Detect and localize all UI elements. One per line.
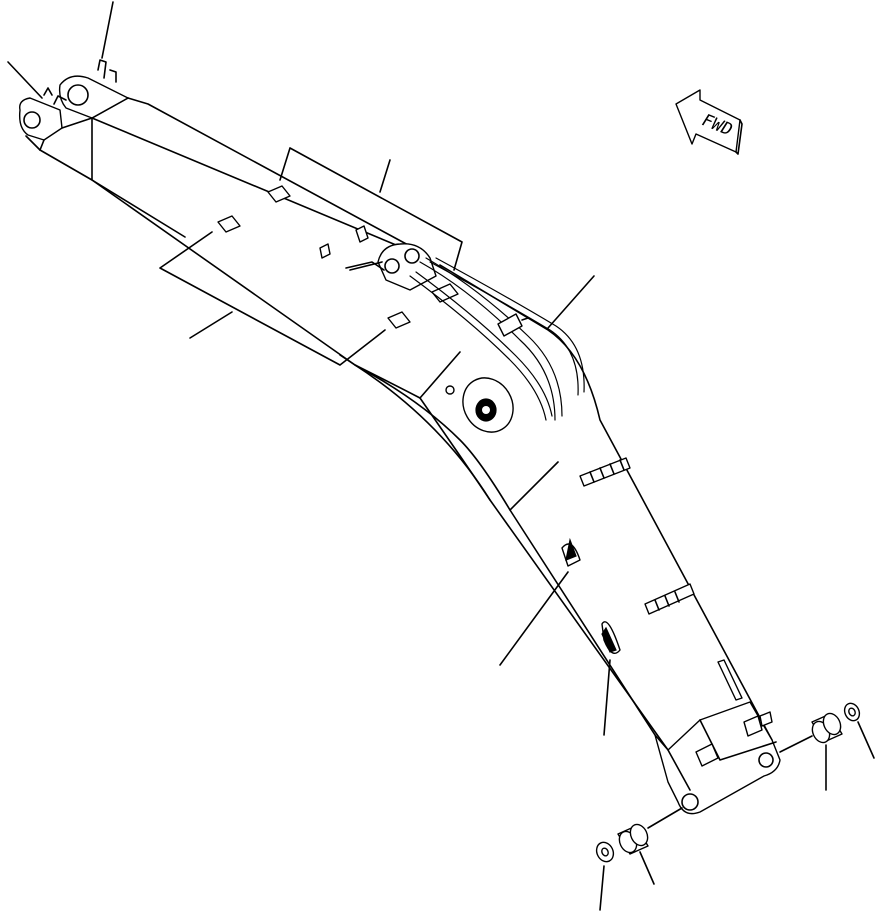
tip-pin-hole-upper [67,84,89,106]
leader-line [603,659,611,736]
boom-foot [654,701,781,815]
leader-line [647,807,683,829]
bushing [617,823,649,855]
leader-line [7,61,43,99]
boom-tip-bracket [18,59,129,151]
washer [843,702,861,722]
foot-pin-hole [681,793,699,811]
pin-boss [445,377,514,433]
fwd-arrow-icon: FWD [675,89,743,155]
decal-plate [387,311,411,329]
leader-line [499,571,569,666]
leader-line [857,721,875,759]
arm-cylinder-bracket [345,243,437,291]
leader-line [599,865,605,911]
grease-fitting-group [319,225,369,259]
boom-front-edge [39,117,669,751]
decal-plate [267,185,291,203]
decal-plate [217,215,241,233]
tip-pin-hole [23,111,41,129]
leader-line [779,735,813,753]
side-plate [561,537,621,654]
leader-line [639,851,655,885]
boom-body [39,97,773,751]
foot-pin-hole [758,752,774,768]
boom-lower-edge [91,179,656,736]
washer [595,841,615,863]
leader-line [547,275,595,329]
hose-line [409,257,585,421]
grease-fitting-group [579,457,743,701]
leader-line [101,1,114,59]
boom-top-edge [91,117,773,741]
bushing [811,712,843,744]
